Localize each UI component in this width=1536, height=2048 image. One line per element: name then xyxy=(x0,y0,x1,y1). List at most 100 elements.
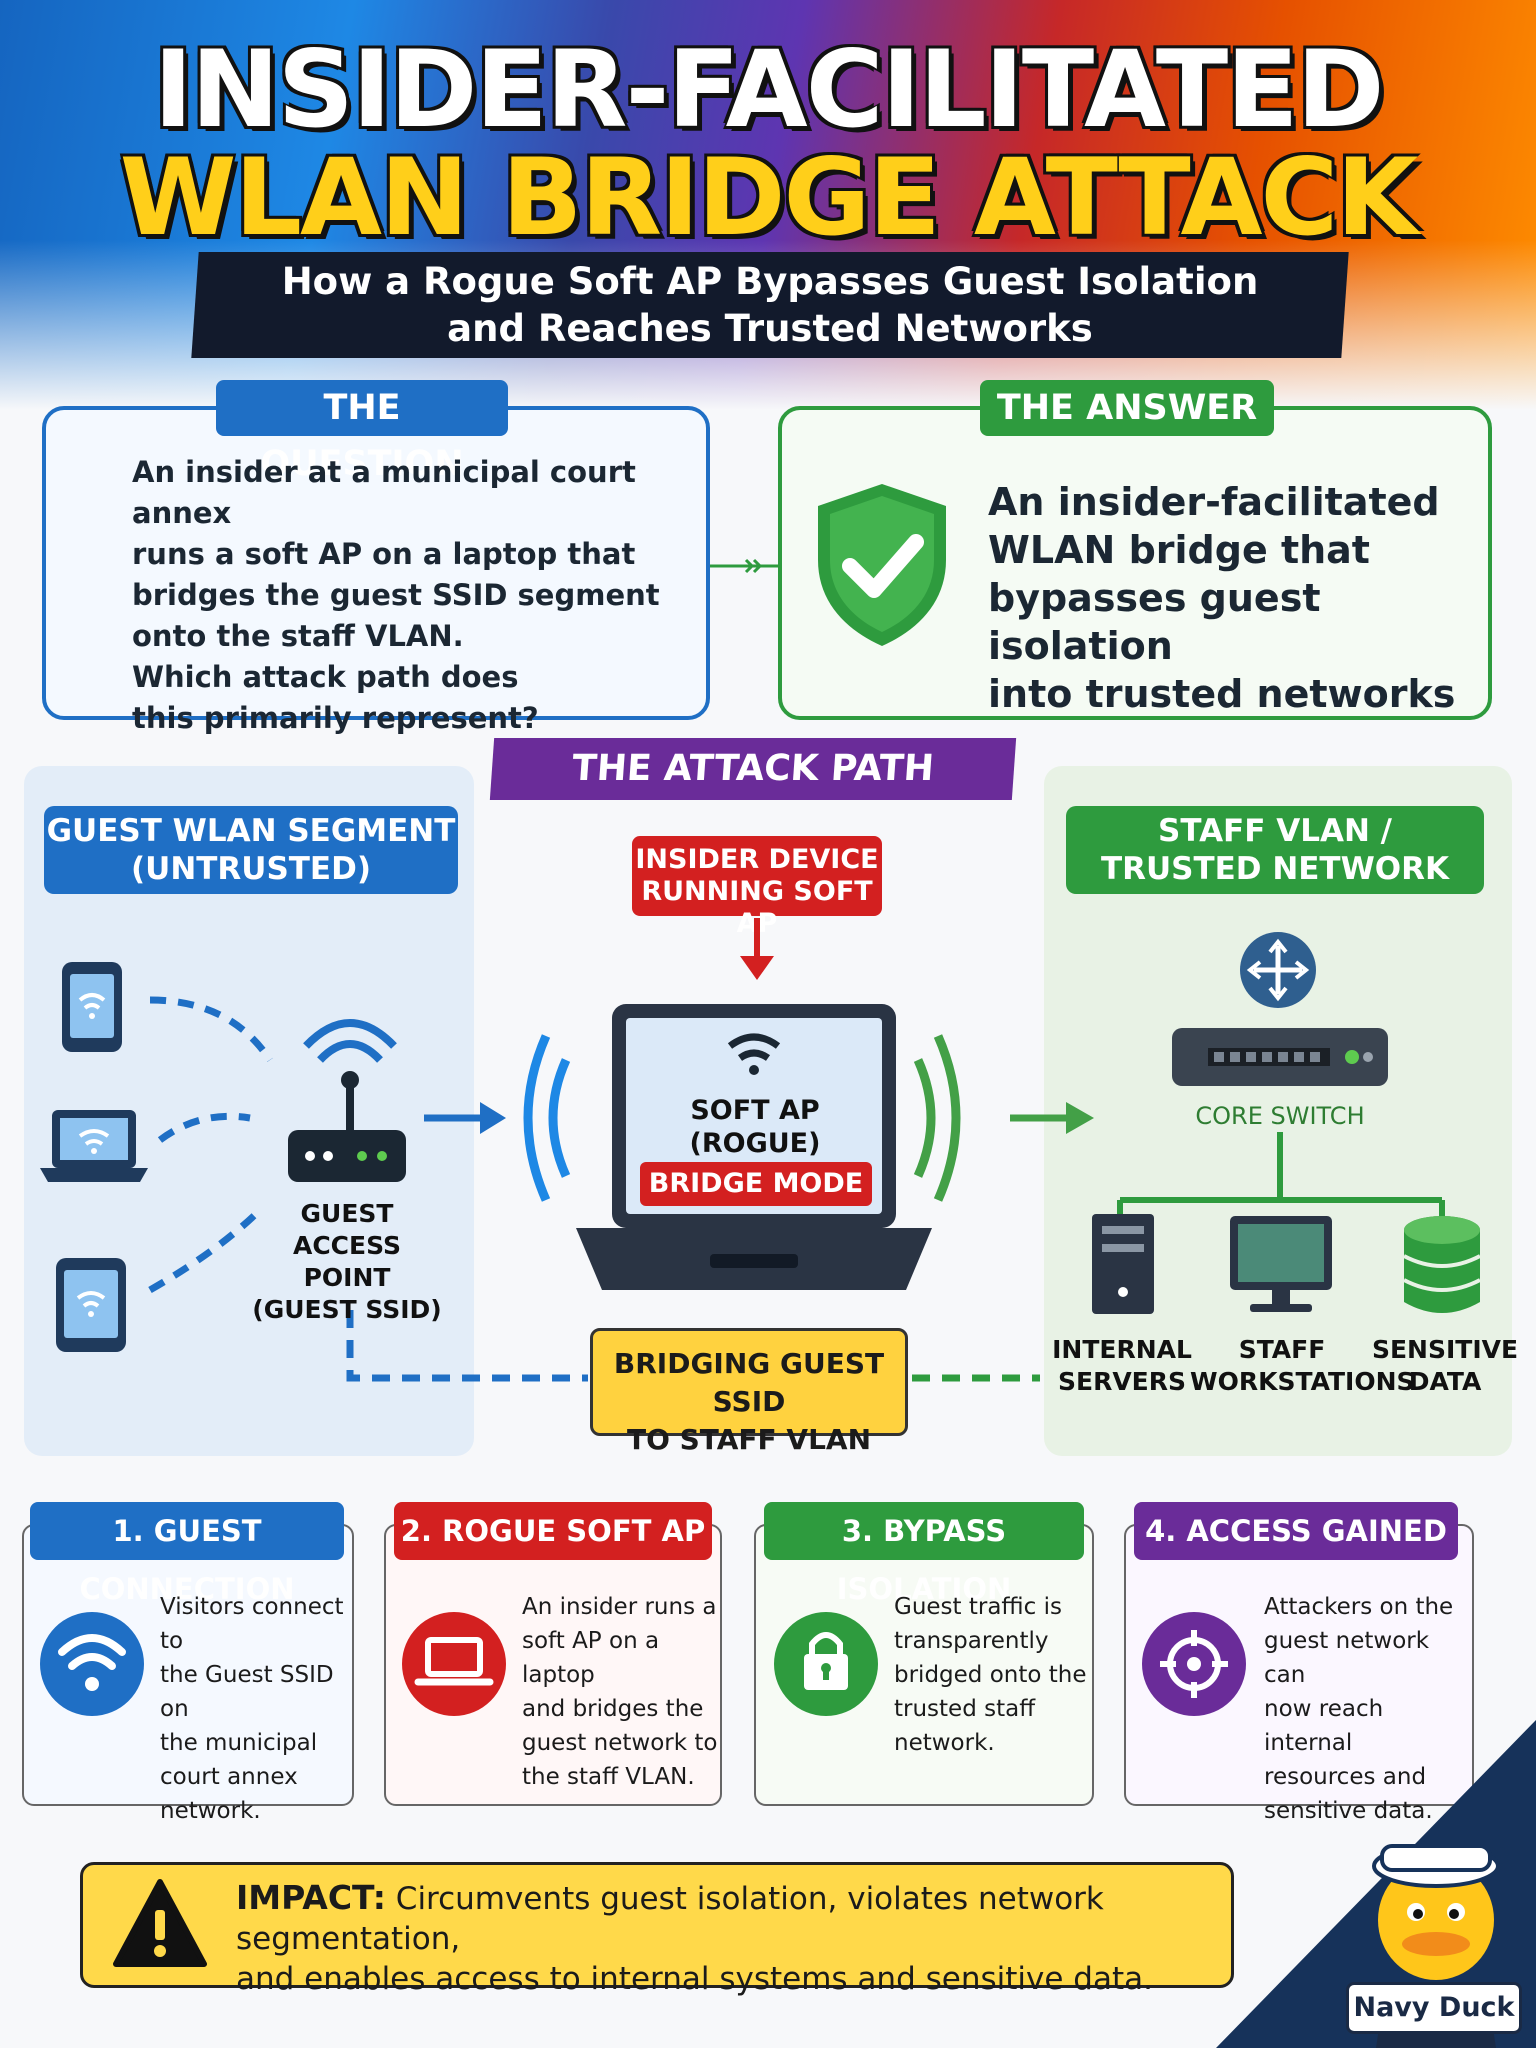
internal-servers-label: INTERNAL SERVERS xyxy=(1052,1334,1192,1398)
question-box xyxy=(42,406,710,720)
guest-link-2 xyxy=(157,1112,251,1143)
step-line: guest network to xyxy=(522,1730,718,1756)
guest-link-1 xyxy=(149,996,273,1062)
sensitive-data-line-2: DATA xyxy=(1408,1367,1482,1396)
step-line: transparently xyxy=(894,1628,1049,1654)
step-card-guest-connection xyxy=(22,1524,354,1806)
subtitle: How a Rogue Soft AP Bypasses Guest Isola… xyxy=(195,258,1345,352)
sensitive-data-line-1: SENSITIVE xyxy=(1371,1335,1519,1364)
insider-arrow xyxy=(740,918,774,980)
answer-tag: THE ANSWER xyxy=(980,380,1274,436)
staff-segment-tag: STAFF VLAN / TRUSTED NETWORK xyxy=(1066,806,1484,894)
server-icon xyxy=(1092,1214,1154,1314)
guest-access-point-icon xyxy=(288,1019,406,1182)
bridge-mode-badge: BRIDGE MODE xyxy=(640,1162,872,1206)
guest-access-point-label: GUEST ACCESS POINT (GUEST SSID) xyxy=(252,1198,442,1326)
softap-signal-right xyxy=(913,1034,961,1202)
wifi-icon xyxy=(40,1612,144,1716)
guest-segment-line-2: (UNTRUSTED) xyxy=(130,851,372,887)
soft-ap-line-2: (ROGUE) xyxy=(689,1128,821,1159)
guest-ap-line-1: GUEST xyxy=(300,1199,394,1228)
step-line: Visitors connect to xyxy=(160,1594,344,1654)
step-line: court annex xyxy=(160,1764,298,1790)
insider-device-line-1: INSIDER DEVICE xyxy=(635,844,879,875)
step-line: the staff VLAN. xyxy=(522,1764,695,1790)
core-switch-icon xyxy=(1172,1028,1388,1086)
step-description: Visitors connect to the Guest SSID on th… xyxy=(160,1590,350,1828)
question-text: An insider at a municipal court annex ru… xyxy=(132,452,672,739)
staff-segment-line-2: TRUSTED NETWORK xyxy=(1100,851,1450,887)
question-tag: THE QUESTION xyxy=(216,380,508,484)
subtitle-line-1: How a Rogue Soft AP Bypasses Guest Isola… xyxy=(281,260,1259,303)
question-line: runs a soft AP on a laptop that xyxy=(132,537,636,571)
impact-line-2: and enables access to internal systems a… xyxy=(236,1961,1153,1997)
title-line-2: WLAN BRIDGE ATTACK xyxy=(119,136,1419,259)
question-line: An insider at a municipal court annex xyxy=(132,455,636,530)
step-line: trusted staff xyxy=(894,1696,1036,1722)
step-line: the municipal xyxy=(160,1730,318,1756)
step-title: 4. ACCESS GAINED xyxy=(1134,1502,1458,1560)
answer-line: WLAN bridge that xyxy=(988,528,1370,572)
subtitle-line-2: and Reaches Trusted Networks xyxy=(447,307,1093,350)
step-line: An insider runs a xyxy=(522,1594,717,1620)
step-title: 1. GUEST CONNECTION xyxy=(30,1502,344,1606)
question-line: Which attack path does xyxy=(132,660,519,694)
soft-ap-line-1: SOFT AP xyxy=(690,1095,820,1126)
step-line: soft AP on a laptop xyxy=(522,1628,660,1688)
soft-ap-label: SOFT AP (ROGUE) xyxy=(650,1094,860,1160)
step-title: 3. BYPASS ISOLATION xyxy=(764,1502,1084,1606)
guest-tablet-icon xyxy=(56,1258,126,1352)
answer-line: An insider-facilitated xyxy=(988,480,1440,524)
step-line: bridged onto the xyxy=(894,1662,1087,1688)
guest-ap-line-2: ACCESS POINT xyxy=(292,1231,401,1292)
bridge-line-guest xyxy=(346,1310,588,1382)
step-description: Guest traffic is transparently bridged o… xyxy=(894,1590,1090,1760)
guest-segment-line-1: GUEST WLAN SEGMENT xyxy=(46,813,456,849)
question-line: onto the staff VLAN. xyxy=(132,619,464,653)
question-line: this primarily represent? xyxy=(132,701,539,735)
warning-icon xyxy=(113,1879,207,1967)
softap-to-staff-arrow xyxy=(1010,1102,1094,1134)
staff-workstations-line-1: STAFF xyxy=(1238,1335,1326,1364)
impact-keyword: IMPACT: xyxy=(236,1878,386,1917)
bridging-line-1: BRIDGING GUEST SSID xyxy=(613,1347,885,1418)
router-icon xyxy=(1240,932,1316,1008)
impact-text: IMPACT: Circumvents guest isolation, vio… xyxy=(236,1878,1226,1999)
bridging-line-2: TO STAFF VLAN xyxy=(626,1423,872,1456)
core-switch-label: CORE SWITCH xyxy=(1195,1102,1365,1130)
staff-segment-line-1: STAFF VLAN / xyxy=(1158,813,1392,849)
guest-segment-tag: GUEST WLAN SEGMENT (UNTRUSTED) xyxy=(44,806,458,894)
answer-text: An insider-facilitated WLAN bridge that … xyxy=(988,478,1468,718)
sensitive-data-label: SENSITIVE DATA xyxy=(1370,1334,1520,1398)
step-description: Attackers on the guest network can now r… xyxy=(1264,1590,1464,1828)
step-line: Attackers on the xyxy=(1264,1594,1454,1620)
guest-ap-line-3: (GUEST SSID) xyxy=(252,1295,442,1324)
internal-servers-line-1: INTERNAL xyxy=(1052,1335,1192,1364)
lock-icon xyxy=(774,1612,878,1716)
step-line: network. xyxy=(160,1798,261,1824)
step-line: the Guest SSID on xyxy=(160,1662,334,1722)
crosshair-icon xyxy=(1142,1612,1246,1716)
shield-check-icon xyxy=(818,484,946,646)
bridging-callout: BRIDGING GUEST SSID TO STAFF VLAN xyxy=(590,1328,908,1456)
laptop-icon xyxy=(402,1612,506,1716)
step-line: Guest traffic is xyxy=(894,1594,1062,1620)
step-line: and bridges the xyxy=(522,1696,704,1722)
guest-laptop-icon xyxy=(40,1110,148,1182)
step-line: now reach internal xyxy=(1264,1696,1384,1756)
step-line: network. xyxy=(894,1730,995,1756)
answer-line: into trusted networks xyxy=(988,672,1456,716)
internal-servers-line-2: SERVERS xyxy=(1057,1367,1186,1396)
step-line: resources and xyxy=(1264,1764,1427,1790)
step-title: 2. ROGUE SOFT AP xyxy=(394,1502,712,1560)
step-description: An insider runs a soft AP on a laptop an… xyxy=(522,1590,718,1794)
question-answer-connector xyxy=(710,558,778,574)
step-line: sensitive data. xyxy=(1264,1798,1433,1824)
softap-signal-left xyxy=(523,1034,571,1202)
title-line-1: INSIDER-FACILITATED xyxy=(153,28,1384,151)
guest-to-softap-arrow xyxy=(424,1102,506,1134)
question-line: bridges the guest SSID segment xyxy=(132,578,660,612)
guest-link-3 xyxy=(148,1205,265,1294)
staff-tree-lines xyxy=(1117,1132,1445,1218)
